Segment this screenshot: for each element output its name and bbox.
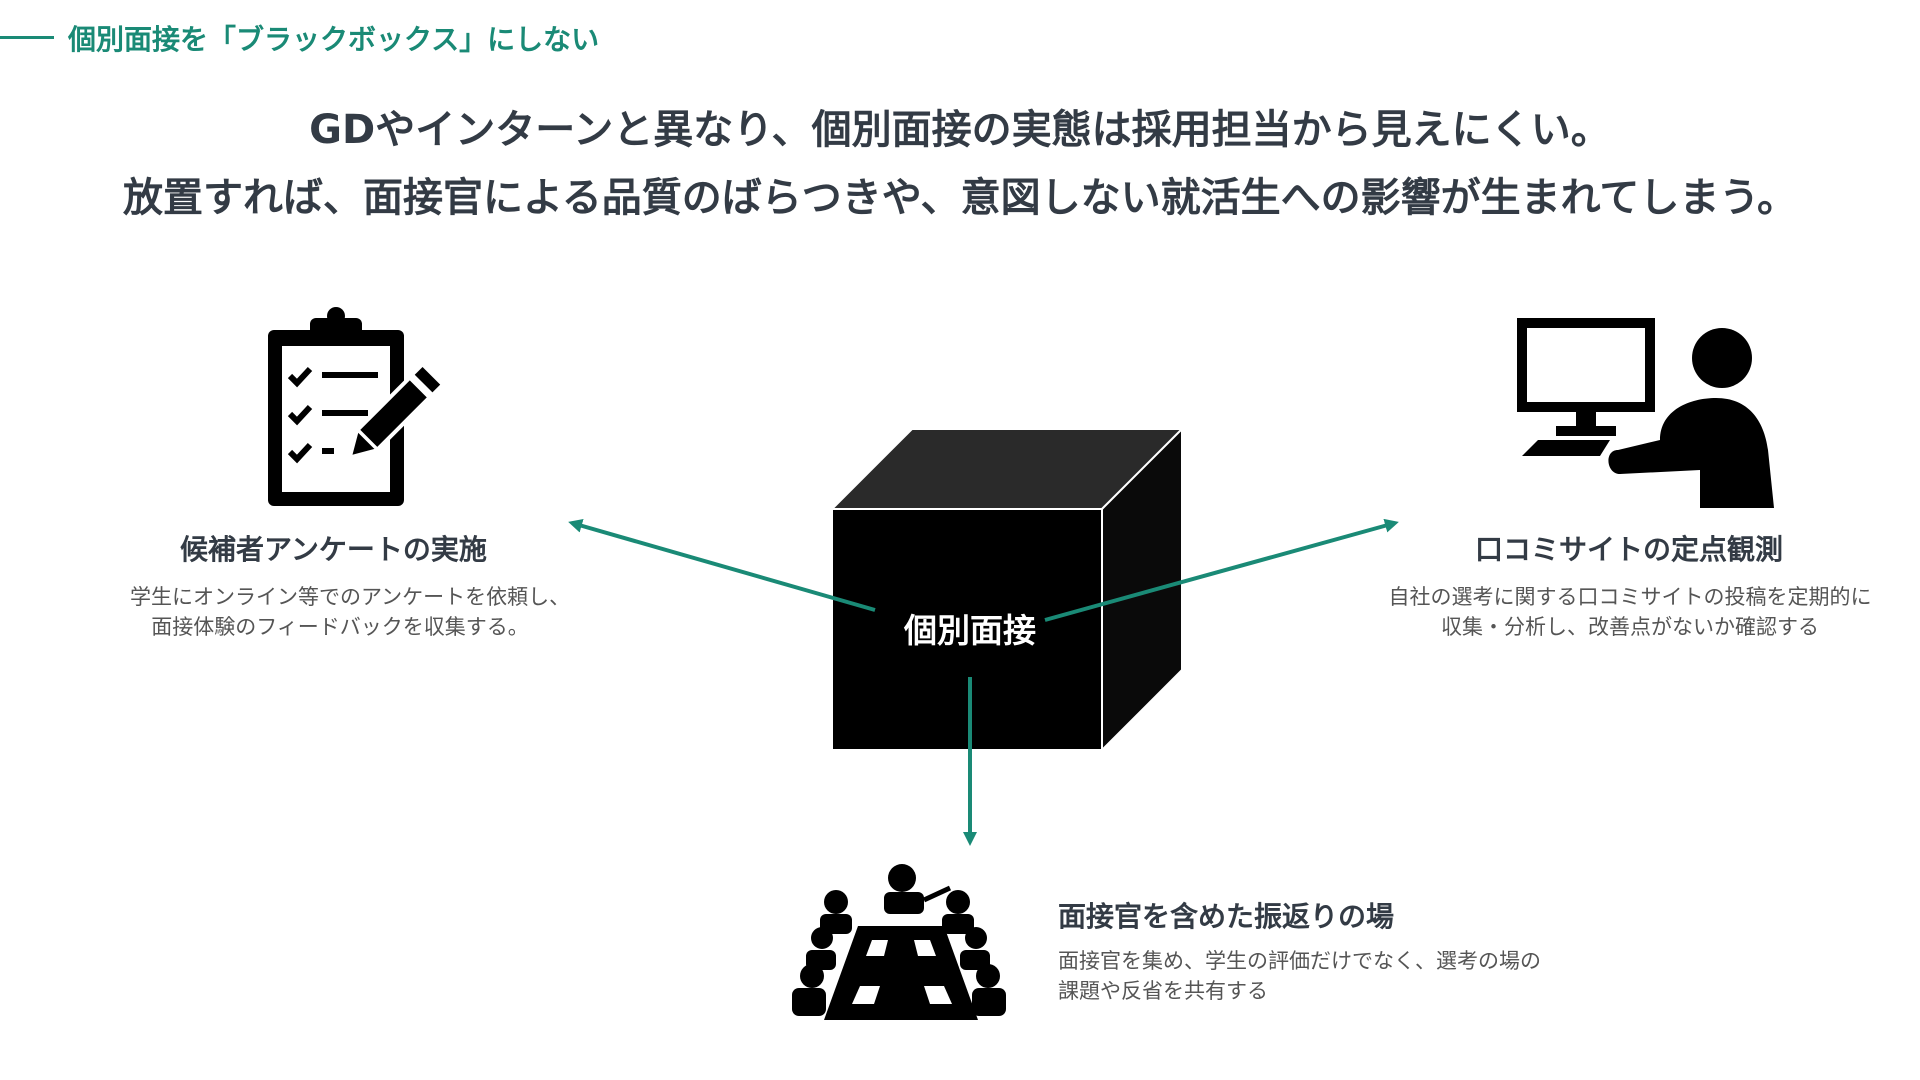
meeting-title: 面接官を含めた振返りの場 [1058, 900, 1395, 933]
meeting-table-icon [792, 864, 1006, 1020]
review-site-description-line-2: 収集・分析し、改善点がないか確認する [1441, 615, 1819, 639]
review-site-title: 口コミサイトの定点観測 [1475, 533, 1784, 566]
page-title: 個別面接を「ブラックボックス」にしない [68, 23, 600, 56]
computer-user-icon [1517, 318, 1774, 508]
headline-line-1: GDやインターンと異なり、個別面接の実態は採用担当から見えにくい。 [309, 107, 1611, 153]
review-site-description: 自社の選考に関する口コミサイトの投稿を定期的に 収集・分析し、改善点がないか確認… [1380, 582, 1880, 642]
meeting-description: 面接官を集め、学生の評価だけでなく、選考の場の 課題や反省を共有する [1058, 946, 1541, 1006]
headline-line-2: 放置すれば、面接官による品質のばらつきや、意図しない就活生への影響が生まれてしま… [123, 175, 1797, 221]
clipboard-checklist-icon [268, 307, 445, 506]
survey-description: 学生にオンライン等でのアンケートを依頼し、 面接体験のフィードバックを収集する。 [130, 582, 571, 642]
black-box-cube [829, 426, 1185, 753]
arrow-to-survey [568, 519, 876, 612]
survey-description-line-1: 学生にオンライン等でのアンケートを依頼し、 [130, 585, 571, 609]
center-box-label: 個別面接 [904, 611, 1036, 650]
arrow-to-review-site [1044, 518, 1399, 622]
meeting-description-line-2: 課題や反省を共有する [1058, 979, 1268, 1003]
meeting-description-line-1: 面接官を集め、学生の評価だけでなく、選考の場の [1058, 949, 1541, 973]
survey-description-line-2: 面接体験のフィードバックを収集する。 [151, 615, 529, 639]
survey-title: 候補者アンケートの実施 [180, 533, 487, 566]
header-accent-line [0, 36, 54, 39]
review-site-description-line-1: 自社の選考に関する口コミサイトの投稿を定期的に [1388, 585, 1872, 609]
headline: GDやインターンと異なり、個別面接の実態は採用担当から見えにくい。 放置すれば、… [0, 96, 1920, 232]
